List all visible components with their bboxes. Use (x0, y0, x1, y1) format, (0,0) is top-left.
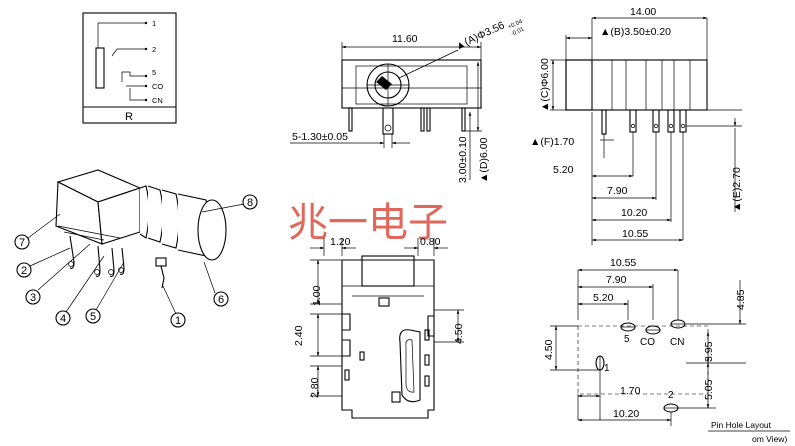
schematic-pin-co: CO (152, 82, 163, 91)
pin-1-70-dim: 1.70 (620, 385, 641, 397)
pin-5-20-dim: 5.20 (593, 292, 614, 304)
callout-7: 7 (19, 237, 25, 249)
top-2-40-dim: 2.40 (293, 325, 305, 346)
top-view: 1.20 0.80 1.00 2.40 4.50 2.80 (293, 236, 465, 419)
pin-label-5: 5 (624, 334, 630, 345)
callout-3: 3 (30, 292, 36, 304)
pin-7-90-dim: 7.90 (606, 274, 627, 286)
top-4-50-dim: 4.50 (453, 323, 465, 344)
side-7-90-dim: 7.90 (607, 185, 628, 197)
front-pin-length-dim: 3.00±0.10 (457, 136, 469, 183)
isometric-view (55, 169, 227, 289)
front-pin-spacing-dim: 5-1.30±0.05 (292, 131, 348, 143)
side-10-20-dim: 10.20 (621, 207, 647, 219)
top-2-80-dim: 2.80 (309, 377, 321, 398)
top-1-00-dim: 1.00 (311, 285, 323, 306)
pin-4-50-dim: 4.50 (543, 339, 555, 360)
front-view: 11.60 ▲(A)Φ3.56 +0.04 -0.01 5-1.30±0.05 … (290, 19, 526, 183)
pin-5-05-dim: 5.05 (703, 379, 715, 400)
schematic-label: R (125, 111, 133, 123)
schematic-pin-5: 5 (152, 68, 156, 77)
pin-label-co: CO (640, 337, 655, 348)
side-5-20-dim: 5.20 (553, 164, 574, 176)
callout-4: 4 (60, 313, 66, 325)
callout-6: 6 (218, 294, 224, 306)
callout-2: 2 (21, 265, 27, 277)
pin-3-95-dim: 3.95 (703, 341, 715, 362)
isometric-callouts: 7 2 3 4 5 1 6 8 (14, 194, 258, 328)
front-height-dim: ▲(D)6.00 (478, 137, 490, 183)
brand-watermark: 兆一电子 (288, 200, 448, 246)
callout-8: 8 (247, 197, 253, 209)
schematic-symbol: 1 2 5 CO CN R (82, 12, 177, 124)
side-10-55-dim: 10.55 (622, 228, 648, 240)
pin-4-85-dim: 4.85 (735, 289, 747, 310)
front-width-dim: 11.60 (392, 33, 418, 45)
schematic-pin-1: 1 (152, 19, 156, 28)
side-view: 14.00 ▲(B)3.50±0.20 ▲(C)Φ6.00 ▲(F)1.70 (530, 6, 743, 245)
side-f-dim: ▲(F)1.70 (530, 136, 574, 148)
top-0-80-dim: 0.80 (420, 236, 441, 248)
callout-5: 5 (90, 311, 96, 323)
front-bore-tol-lower: -0.01 (510, 26, 526, 37)
top-1-20-dim: 1.20 (330, 236, 351, 248)
callout-1: 1 (175, 315, 181, 327)
front-bore-dim: ▲(A)Φ3.56 (453, 19, 506, 52)
pin-label-1: 1 (604, 363, 610, 374)
side-diam-c-dim: ▲(C)Φ6.00 (539, 58, 551, 112)
pin-layout-caption: Pin Hole Layout (711, 420, 772, 430)
pin-label-2: 2 (668, 390, 674, 401)
pin-hole-layout: 10.55 7.90 5.20 5 CO CN 1 2 4.85 4.50 3.… (543, 257, 790, 444)
schematic-pin-cn: CN (152, 96, 163, 105)
schematic-pin-2: 2 (152, 45, 156, 54)
side-length-dim: 14.00 (630, 6, 656, 18)
pin-10-55-dim: 10.55 (610, 257, 636, 269)
pin-layout-caption-2: om View) (752, 434, 787, 444)
side-diam-b-dim: ▲(B)3.50±0.20 (600, 26, 671, 38)
pin-label-cn: CN (670, 337, 684, 348)
pin-10-20-dim: 10.20 (613, 408, 639, 420)
side-e-dim: ▲(E)2.70 (731, 167, 743, 212)
